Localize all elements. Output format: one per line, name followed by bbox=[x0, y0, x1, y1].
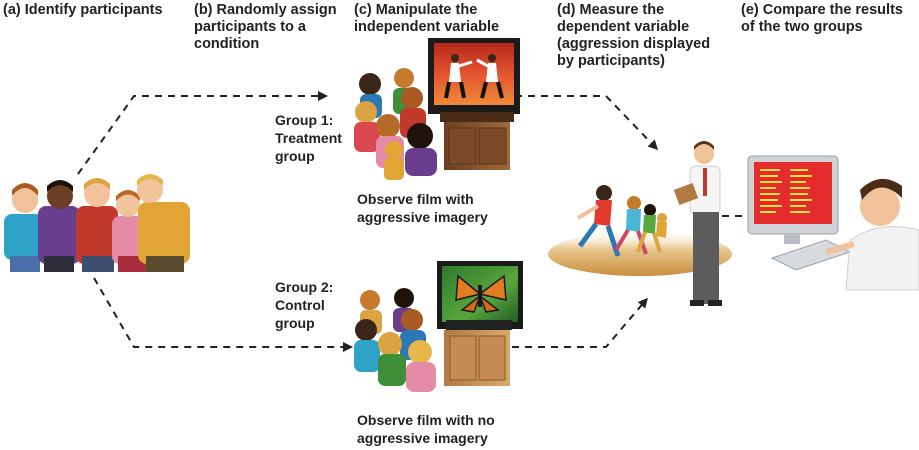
group2-caption: Observe film with no aggressive imagery bbox=[357, 412, 495, 446]
flow-arrows bbox=[77, 91, 742, 352]
arrow-group2-to-measure bbox=[512, 297, 648, 348]
group2-label: Group 2: Control group bbox=[275, 279, 334, 331]
step-e-heading: (e) Compare the results of the two group… bbox=[741, 2, 903, 35]
tv-fighting-scene bbox=[428, 38, 520, 170]
step-b-heading: (b) Randomly assign participants to a co… bbox=[194, 2, 337, 52]
group1-children bbox=[354, 68, 437, 180]
arrow-to-group2 bbox=[93, 277, 353, 352]
step-d-heading: (d) Measure the dependent variable (aggr… bbox=[557, 2, 711, 69]
participants-illustration bbox=[4, 174, 190, 272]
step-c-heading: (c) Manipulate the independent variable bbox=[354, 2, 500, 35]
arrow-to-group1 bbox=[77, 91, 328, 175]
group1-caption: Observe film with aggressive imagery bbox=[357, 191, 488, 225]
group2-children bbox=[354, 288, 436, 392]
researcher-with-clipboard-and-running-children bbox=[548, 141, 732, 306]
tv-butterfly-scene bbox=[437, 261, 523, 386]
group1-label: Group 1: Treatment group bbox=[275, 112, 342, 164]
step-a-heading: (a) Identify participants bbox=[3, 2, 163, 18]
researcher-at-computer bbox=[747, 155, 919, 291]
arrow-group1-to-measure bbox=[515, 95, 659, 151]
